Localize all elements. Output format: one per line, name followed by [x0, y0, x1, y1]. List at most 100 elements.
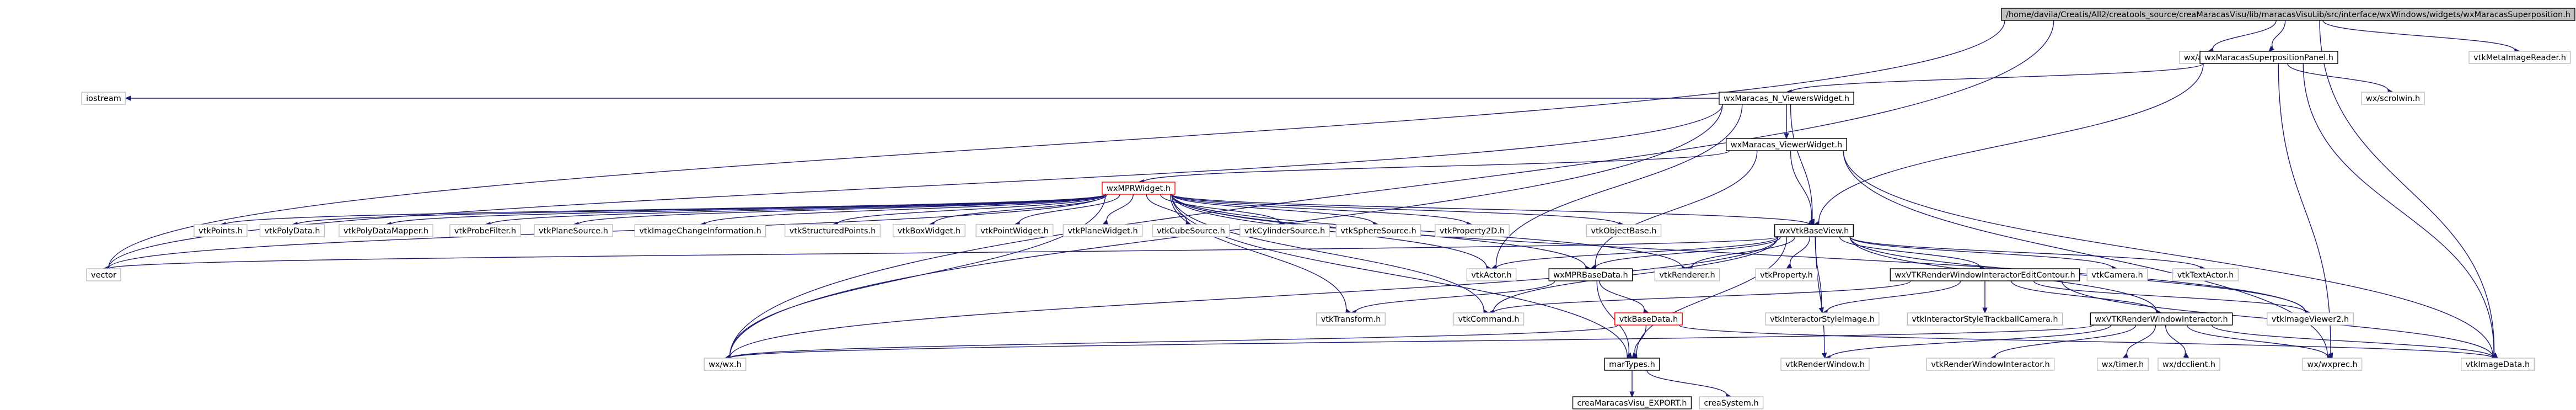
graph-node[interactable]: vtkCylinderSource.h [1239, 224, 1330, 237]
graph-edge [1813, 63, 2204, 226]
graph-node[interactable]: vtkTransform.h [1316, 312, 1386, 326]
graph-node-box [1926, 358, 2055, 371]
graph-node[interactable]: vtkImageChangeInformation.h [634, 224, 766, 237]
graph-edge [1824, 324, 2112, 361]
graph-node[interactable]: vtkPolyData.h [259, 224, 325, 237]
graph-node[interactable]: vtkProbeFilter.h [449, 224, 521, 237]
graph-node[interactable]: vtkCubeSource.h [1152, 224, 1230, 237]
graph-node-label: vtkPointWidget.h [980, 227, 1049, 236]
graph-node[interactable]: vtkPlaneSource.h [534, 224, 613, 237]
graph-edge [2122, 324, 2156, 359]
graph-node-label: vtkCylinderSource.h [1244, 227, 1325, 236]
graph-node[interactable]: vtkProperty.h [1755, 268, 1818, 281]
graph-node-label: creaSystem.h [1704, 399, 1758, 408]
graph-node-label: vtkCubeSource.h [1157, 227, 1225, 236]
graph-node[interactable]: vtkBoxWidget.h [893, 224, 965, 237]
graph-node[interactable]: vtkCamera.h [2086, 268, 2148, 281]
graph-node[interactable]: vtkInteractorStyleTrackballCamera.h [1907, 312, 2063, 326]
graph-node[interactable]: vtkActor.h [1466, 268, 1517, 281]
graph-node[interactable]: vtkPointWidget.h [975, 224, 1054, 237]
graph-node[interactable]: vtkPlaneWidget.h [1062, 224, 1143, 237]
graph-node-box [1239, 224, 1330, 237]
graph-node[interactable]: vtkMetaImageReader.h [2468, 51, 2571, 64]
graph-node-label: wx/timer.h [2102, 360, 2144, 369]
graph-node[interactable]: vtkPolyDataMapper.h [339, 224, 433, 237]
graph-node-box [1755, 268, 1818, 281]
graph-node-label: wxVTKRenderWindowInteractorEditContour.h [1895, 271, 2075, 280]
graph-node[interactable]: vtkObjectBase.h [1586, 224, 1662, 237]
graph-node[interactable]: wxVtkBaseView.h [1774, 224, 1854, 237]
graph-node[interactable]: wxMaracas_ViewerWidget.h [1726, 138, 1847, 151]
graph-node[interactable]: creaSystem.h [1699, 396, 1764, 409]
graph-node[interactable]: vtkCommand.h [1453, 312, 1525, 326]
graph-node-box [1586, 224, 1662, 237]
graph-edge [1843, 150, 2499, 360]
graph-node[interactable]: vtkImageData.h [2461, 358, 2535, 371]
graph-node-box [2172, 268, 2239, 281]
graph-node-box [2302, 358, 2363, 371]
graph-edge [724, 236, 1779, 361]
graph-node[interactable]: wx/scrolwin.h [2361, 92, 2425, 105]
graph-node-label: wx/dcclient.h [2162, 360, 2215, 369]
graph-node-box [2461, 358, 2535, 371]
graph-node-box [86, 268, 121, 281]
graph-node[interactable]: wx/dcclient.h [2158, 358, 2220, 371]
graph-node[interactable]: vtkRenderWindow.h [1780, 358, 1870, 371]
graph-node[interactable]: wx/timer.h [2097, 358, 2149, 371]
graph-node-label: vector [91, 271, 116, 280]
graph-node[interactable]: wx/wx.h [704, 358, 747, 371]
graph-node-label: vtkPoints.h [198, 227, 243, 236]
graph-edge [1596, 280, 1633, 359]
graph-node-box [1907, 312, 2063, 326]
graph-node[interactable]: wxVTKRenderWindowInteractorEditContour.h [1890, 268, 2080, 281]
graph-node-label: /home/davila/Creatis/All2/creatools_sour… [2006, 10, 2570, 19]
graph-node[interactable]: vtkBaseData.h [1614, 312, 1683, 326]
graph-node-label: vtkInteractorStyleTrackballCamera.h [1912, 315, 2058, 324]
graph-node-box [1726, 138, 1847, 151]
graph-edge [1171, 194, 1815, 227]
graph-node[interactable]: vtkPoints.h [194, 224, 248, 237]
graph-node-box [704, 358, 747, 371]
graph-node[interactable]: creaMaracasVisu_EXPORT.h [1572, 396, 1692, 409]
graph-node[interactable]: wxMaracasSuperpositionPanel.h [2199, 51, 2338, 64]
graph-node-label: wxVtkBaseView.h [1779, 227, 1849, 236]
graph-node-box [1614, 312, 1683, 326]
graph-edge [724, 324, 2094, 361]
graph-node[interactable]: vector [86, 268, 121, 281]
graph-edge [1785, 63, 2204, 95]
graph-node[interactable]: vtkRenderer.h [1654, 268, 1720, 281]
graph-edge [1784, 104, 1789, 140]
graph-edge [103, 104, 1723, 271]
graph-node[interactable]: wx/wxprec.h [2302, 358, 2363, 371]
graph-node[interactable]: vtkProperty2D.h [1435, 224, 1510, 237]
graph-node-box [1548, 268, 1633, 281]
graph-node[interactable]: wxMPRWidget.h [1102, 182, 1176, 195]
graph-node-box [1780, 358, 1870, 371]
graph-edge [1170, 194, 1352, 314]
graph-node-label: vtkInteractorStyleImage.h [1770, 315, 1875, 324]
graph-node-box [534, 224, 613, 237]
graph-node[interactable]: vtkInteractorStyleImage.h [1765, 312, 1880, 326]
graph-node-label: vtkImageData.h [2466, 360, 2530, 369]
graph-edge [1171, 194, 1490, 315]
graph-node-label: vtkImageViewer2.h [2272, 315, 2349, 324]
graph-node-label: vtkRenderWindow.h [1785, 360, 1865, 369]
graph-node[interactable]: vtkTextActor.h [2172, 268, 2239, 281]
graph-node[interactable]: wxVTKRenderWindowInteractor.h [2090, 312, 2233, 326]
graph-node-box [2001, 8, 2575, 21]
graph-node[interactable]: wxMaracas_N_ViewersWidget.h [1719, 92, 1854, 105]
graph-edge [1599, 280, 1650, 314]
graph-node-box [2097, 358, 2149, 371]
graph-node[interactable]: vtkSphereSource.h [1335, 224, 1421, 237]
graph-node[interactable]: iostream [81, 92, 126, 105]
graph-node[interactable]: vtkImageViewer2.h [2267, 312, 2354, 326]
graph-edge [1488, 280, 1911, 316]
graph-node[interactable]: marTypes.h [1604, 358, 1660, 371]
graph-node[interactable]: vtkRenderWindowInteractor.h [1926, 358, 2055, 371]
graph-node[interactable]: vtkStructuredPoints.h [784, 224, 881, 237]
graph-node[interactable]: /home/davila/Creatis/All2/creatools_sour… [2001, 8, 2575, 21]
graph-edge [1646, 370, 1732, 399]
graph-node-label: wxMaracasSuperpositionPanel.h [2204, 54, 2333, 62]
graph-node[interactable]: wxMPRBaseData.h [1548, 268, 1633, 281]
